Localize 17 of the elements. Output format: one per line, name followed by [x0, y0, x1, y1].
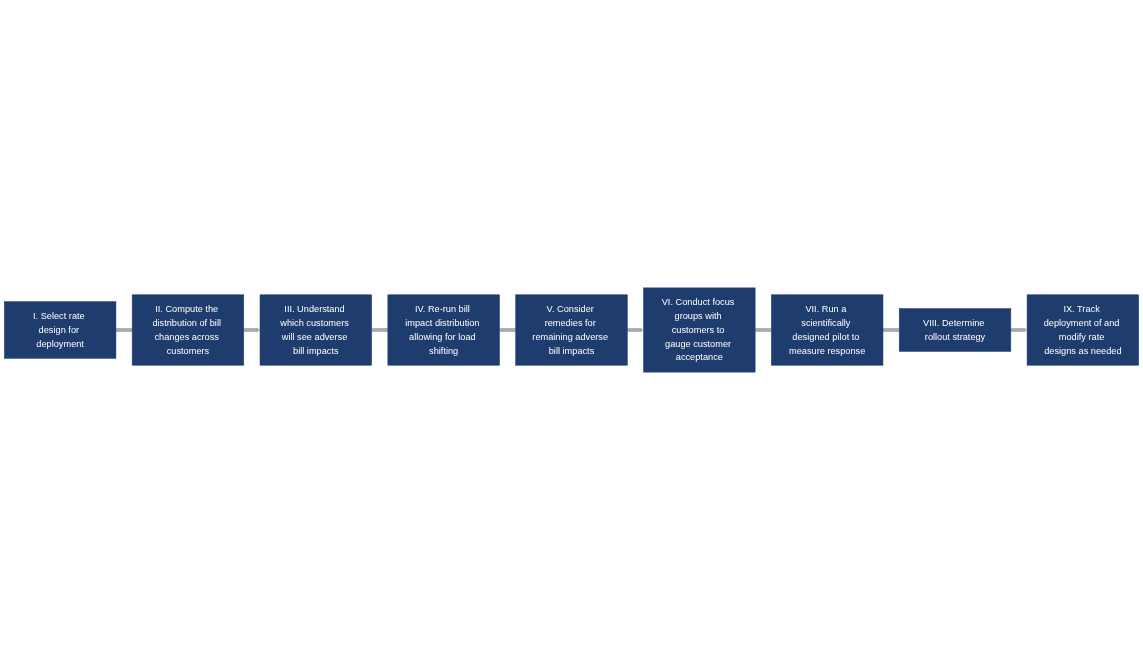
node-box: IV. Re-run bill impact distribution allowing for load shifting	[387, 294, 500, 366]
node-box: I. Select rate design for deployment	[4, 301, 117, 359]
arrow	[243, 327, 261, 333]
node-box: IX. Track deployment of and modify rate designs as needed	[1026, 294, 1139, 366]
arrow	[627, 327, 644, 333]
node-box: VI. Conduct focus groups with customers to gauge customer acceptance	[643, 287, 756, 373]
arrow	[1010, 327, 1028, 333]
connector	[883, 328, 900, 332]
node-box: III. Understand which customers will see adverse bill impacts	[259, 294, 372, 366]
node-box: V. Consider remedies for remaining adverse bill impacts	[515, 294, 628, 366]
node-box: VIII. Determine rollout strategy	[898, 308, 1012, 352]
connector	[755, 328, 772, 332]
connector	[499, 328, 516, 332]
connector	[115, 328, 133, 332]
node-box: VII. Run a scientifically designed pilot to measure response	[771, 294, 884, 366]
connector	[371, 328, 388, 332]
node-box: II. Compute the distribution of bill changes across customers	[131, 294, 245, 366]
